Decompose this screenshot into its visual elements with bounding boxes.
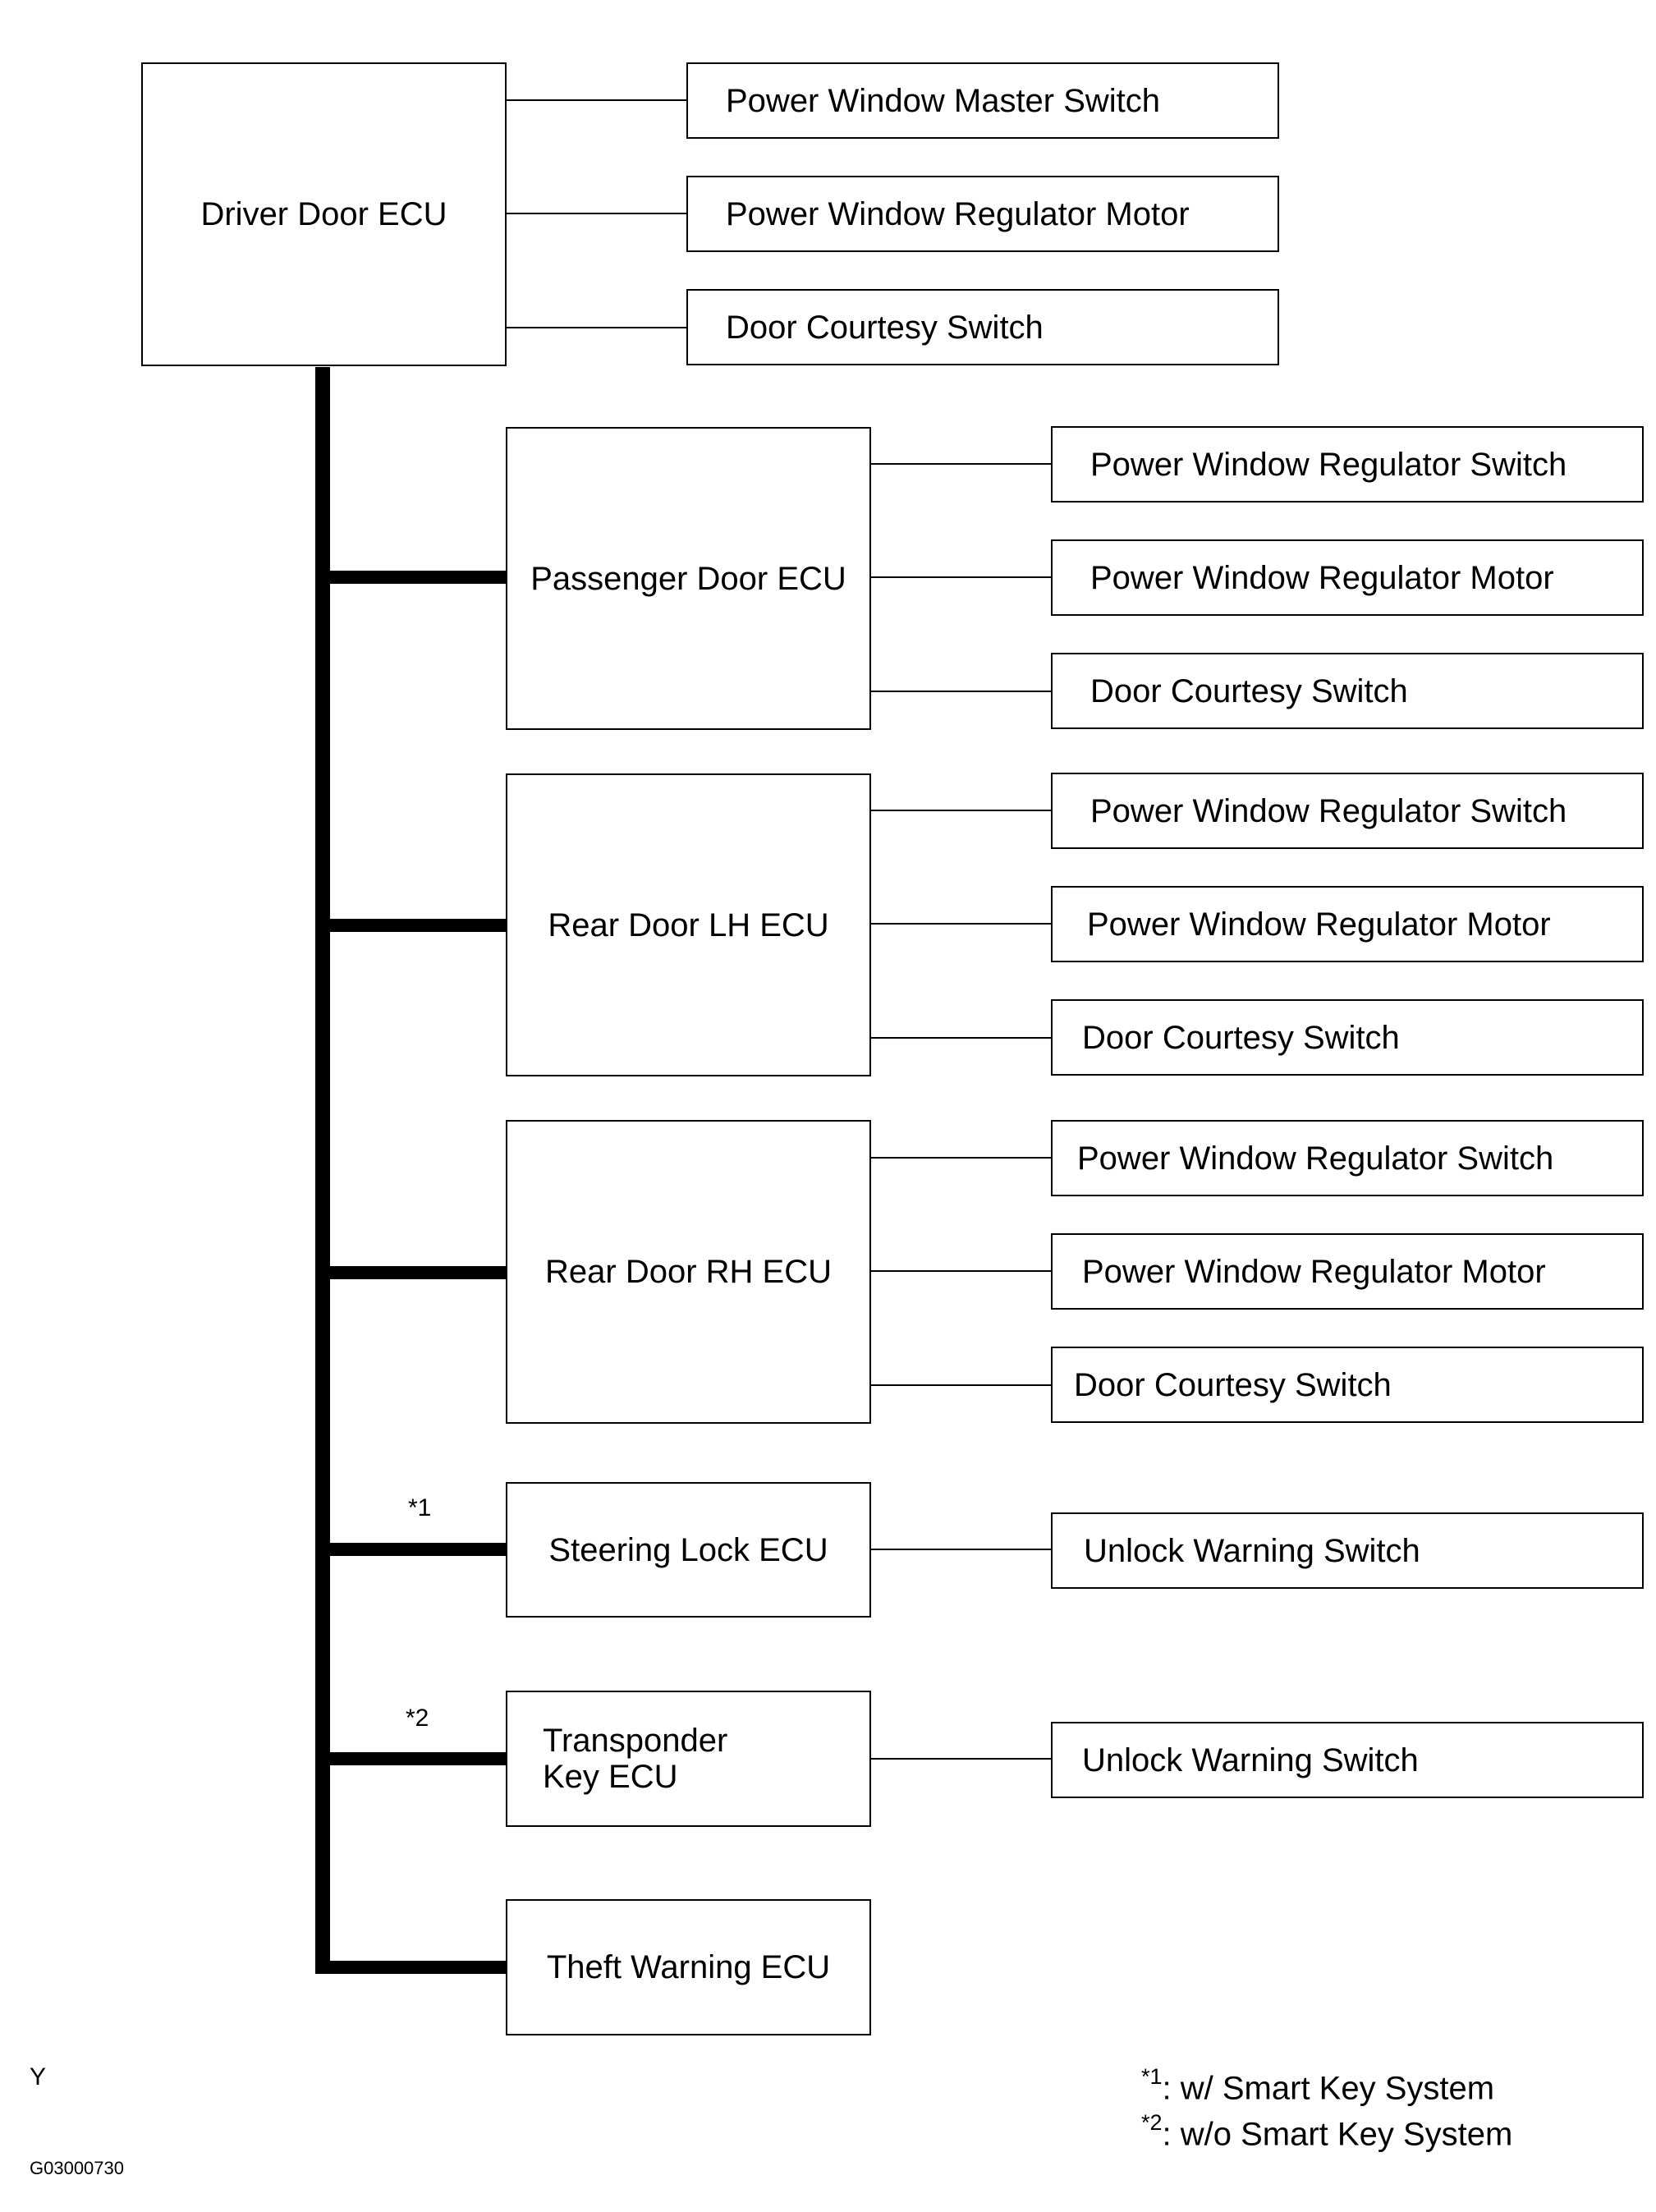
transponder-unlock-warning-switch: Unlock Warning Switch [1051,1722,1644,1798]
legend-text-2: : w/o Smart Key System [1162,2116,1513,2153]
rear-lh-power-window-regulator-motor: Power Window Regulator Motor [1051,886,1644,962]
driver-power-window-regulator-motor: Power Window Regulator Motor [686,176,1279,252]
steering-lock-ecu: Steering Lock ECU [506,1482,871,1618]
rear-rh-power-window-regulator-switch: Power Window Regulator Switch [1051,1120,1644,1196]
transponder-marker: *2 [406,1705,429,1732]
legend-item-1: *1: w/ Smart Key System [1141,2061,1512,2107]
rear-rh-power-window-regulator-motor: Power Window Regulator Motor [1051,1233,1644,1310]
driver-door-ecu: Driver Door ECU [141,62,507,366]
legend-text-1: : w/ Smart Key System [1162,2070,1495,2107]
transponder-key-ecu: Transponder Key ECU [506,1691,871,1827]
legend-item-2: *2: w/o Smart Key System [1141,2107,1512,2153]
passenger-power-window-regulator-switch: Power Window Regulator Switch [1051,426,1644,503]
driver-power-window-master-switch: Power Window Master Switch [686,62,1279,139]
steering-lock-marker: *1 [408,1494,432,1521]
rear-door-lh-ecu: Rear Door LH ECU [506,773,871,1076]
rear-lh-power-window-regulator-switch: Power Window Regulator Switch [1051,773,1644,849]
corner-code: Y [30,2063,47,2090]
passenger-power-window-regulator-motor: Power Window Regulator Motor [1051,539,1644,616]
steering-lock-unlock-warning-switch: Unlock Warning Switch [1051,1512,1644,1589]
legend: *1: w/ Smart Key System *2: w/o Smart Ke… [1141,2061,1512,2154]
transponder-key-ecu-label: Transponder Key ECU [543,1723,728,1795]
passenger-door-courtesy-switch: Door Courtesy Switch [1051,653,1644,729]
legend-mark-2: *2 [1141,2110,1163,2136]
driver-door-courtesy-switch: Door Courtesy Switch [686,289,1279,365]
rear-lh-door-courtesy-switch: Door Courtesy Switch [1051,999,1644,1076]
figure-code: G03000730 [30,2158,124,2178]
rear-door-rh-ecu: Rear Door RH ECU [506,1120,871,1424]
theft-warning-ecu: Theft Warning ECU [506,1899,871,2035]
rear-rh-door-courtesy-switch: Door Courtesy Switch [1051,1347,1644,1423]
legend-mark-1: *1 [1141,2064,1163,2089]
passenger-door-ecu: Passenger Door ECU [506,427,871,730]
